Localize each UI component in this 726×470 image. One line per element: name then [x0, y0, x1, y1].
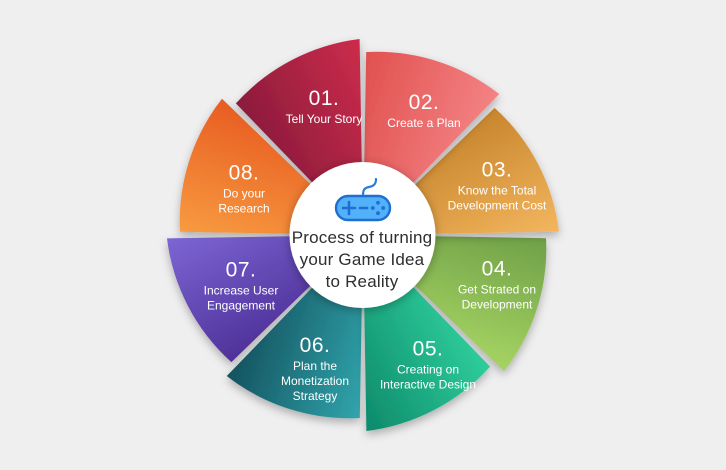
wheel-title: Process of turning your Game Idea to Rea…	[292, 227, 433, 293]
gamepad-cord	[361, 177, 378, 198]
gamepad-buttons	[370, 200, 386, 216]
wheel-title-line-2: your Game Idea	[299, 250, 425, 269]
center-circle	[289, 162, 436, 308]
wheel-title-line-1: Process of turning	[291, 228, 433, 247]
gamepad-icon	[334, 177, 392, 222]
gamepad-dpad	[341, 200, 357, 216]
wheel-title-line-3: to Reality	[325, 272, 399, 291]
